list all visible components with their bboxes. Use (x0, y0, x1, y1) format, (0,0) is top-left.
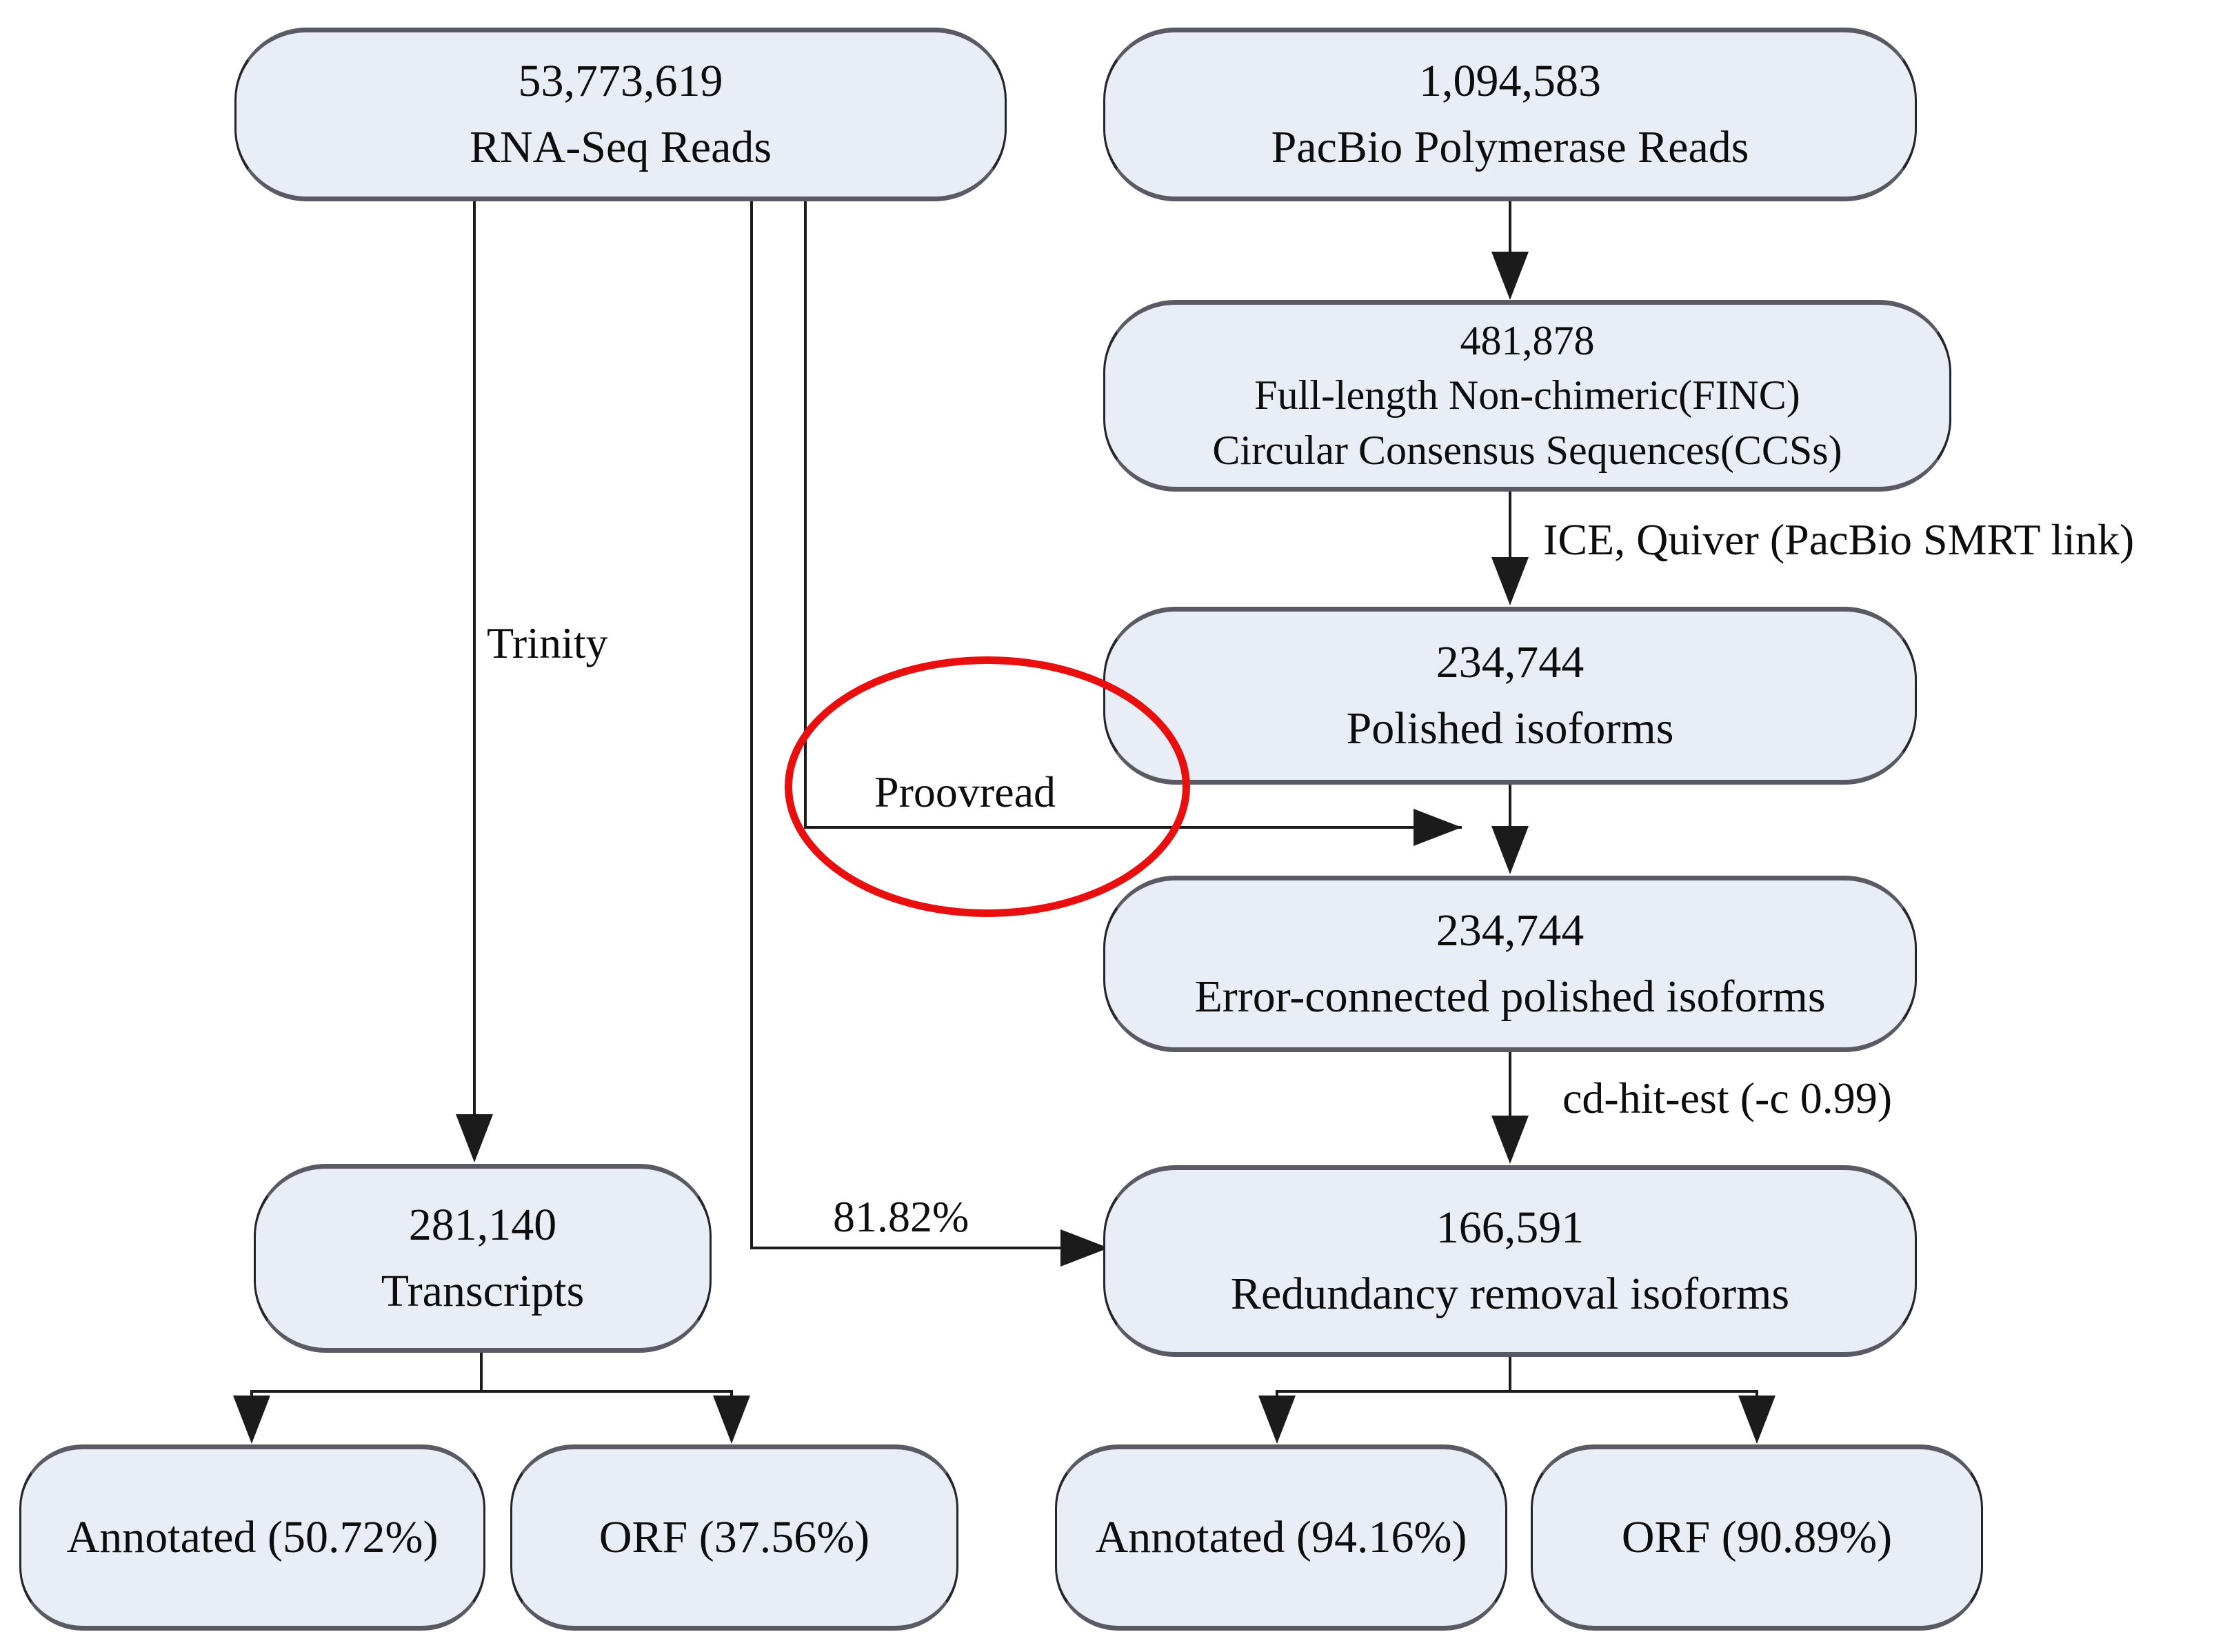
flnc-count: 481,878 (1460, 318, 1595, 364)
highlight-ellipse (785, 656, 1190, 917)
flnc-label-line1: Full-length Non-chimeric(FINC) (1254, 372, 1800, 419)
node-rnaseq-reads: 53,773,619 RNA-Seq Reads (234, 28, 1007, 201)
edge-polished-to-errcon-line (1509, 785, 1511, 830)
arrowhead-into-annotated-pacbio (1258, 1396, 1296, 1444)
arrowhead-pacbio-to-flnc (1491, 252, 1529, 300)
arrowhead-into-orf-rnaseq (713, 1396, 750, 1444)
edge-flnc-to-polished-line (1509, 492, 1511, 562)
edge-transcripts-split-stem (480, 1353, 483, 1391)
edge-rnaseq-percent-vline (750, 201, 753, 1249)
arrowhead-into-orf-pacbio (1738, 1396, 1776, 1444)
arrowhead-into-annotated-rnaseq (233, 1396, 270, 1444)
arrowhead-errcon-to-redundancy (1491, 1116, 1529, 1164)
redundancy-label: Redundancy removal isoforms (1230, 1269, 1790, 1319)
polished-count: 234,744 (1436, 637, 1585, 688)
node-orf-rnaseq: ORF (37.56%) (510, 1444, 958, 1631)
flnc-label-line2: Circular Consensus Sequences(CCSs) (1212, 427, 1842, 473)
errcon-label: Error-connected polished isoforms (1194, 971, 1826, 1022)
node-polished-isoforms: 234,744 Polished isoforms (1103, 607, 1917, 785)
transcripts-count: 281,140 (408, 1200, 557, 1251)
node-redundancy-removal-isoforms: 166,591 Redundancy removal isoforms (1103, 1165, 1917, 1357)
edge-label-percent-mapped: 81.82% (833, 1192, 969, 1241)
node-flnc-ccs: 481,878 Full-length Non-chimeric(FINC) C… (1103, 300, 1951, 492)
rnaseq-count: 53,773,619 (518, 56, 723, 107)
pacbio-label: PacBio Polymerase Reads (1271, 122, 1749, 172)
edge-label-ice-quiver: ICE, Quiver (PacBio SMRT link) (1543, 515, 2135, 564)
arrowhead-proovread-join (1414, 809, 1462, 846)
arrowhead-into-transcripts (456, 1114, 493, 1162)
edge-errcon-to-redundancy-line (1509, 1052, 1511, 1120)
arrowhead-into-errcon (1491, 826, 1529, 874)
edge-label-trinity: Trinity (487, 618, 608, 667)
edge-rnaseq-proovread-vline (804, 201, 807, 829)
node-annotated-pacbio: Annotated (94.16%) (1055, 1444, 1507, 1631)
rnaseq-label: RNA-Seq Reads (469, 122, 772, 172)
node-transcripts: 281,140 Transcripts (254, 1164, 712, 1353)
node-pacbio-polymerase-reads: 1,094,583 PacBio Polymerase Reads (1103, 28, 1917, 201)
redundancy-count: 166,591 (1436, 1202, 1585, 1253)
arrowhead-percent-into-redundancy (1060, 1229, 1109, 1267)
transcripts-label: Transcripts (381, 1266, 585, 1316)
errcon-count: 234,744 (1436, 905, 1585, 956)
edge-rnaseq-to-transcripts-line (473, 201, 476, 1118)
edge-redundancy-split-stem (1509, 1357, 1511, 1391)
node-error-connected-isoforms: 234,744 Error-connected polished isoform… (1103, 876, 1917, 1052)
arrowhead-flnc-to-polished (1491, 557, 1529, 605)
polished-label: Polished isoforms (1346, 703, 1674, 754)
pacbio-count: 1,094,583 (1419, 56, 1601, 107)
node-annotated-rnaseq: Annotated (50.72%) (19, 1444, 485, 1631)
node-orf-pacbio: ORF (90.89%) (1531, 1444, 1983, 1631)
edge-redundancy-split-bar (1276, 1390, 1758, 1393)
edge-label-cd-hit-est: cd-hit-est (-c 0.99) (1562, 1074, 1893, 1122)
edge-transcripts-split-bar (250, 1390, 733, 1393)
orf-pacbio-label: ORF (90.89%) (1621, 1512, 1893, 1563)
annotated-pacbio-label: Annotated (94.16%) (1095, 1512, 1467, 1563)
annotated-rnaseq-label: Annotated (50.72%) (66, 1512, 439, 1563)
edge-rnaseq-percent-hline (750, 1247, 1063, 1249)
edge-pacbio-to-flnc-line (1509, 201, 1511, 256)
orf-rnaseq-label: ORF (37.56%) (598, 1512, 870, 1563)
